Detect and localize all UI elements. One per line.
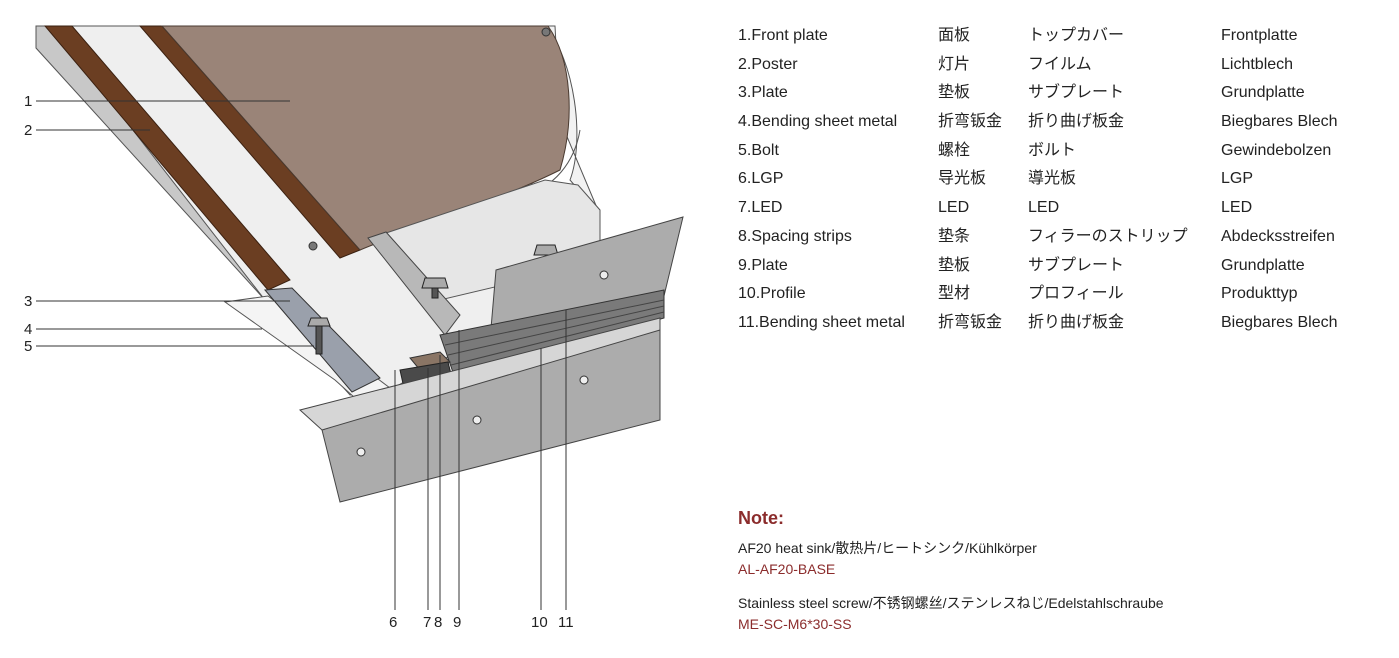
part-name-ja: ボルト: [1028, 141, 1077, 159]
part-name-en: 4.Bending sheet metal: [738, 113, 898, 131]
note-section: Note: AF20 heat sink/散热片/ヒートシンク/Kühlkörp…: [738, 508, 1164, 635]
part-name-ja: サブプレート: [1028, 84, 1125, 102]
callout-4: 4: [24, 321, 32, 338]
callout-6: 6: [389, 614, 397, 631]
screw-hole-b3: [579, 375, 589, 385]
leader-lines: [36, 100, 567, 610]
callout-3: 3: [24, 293, 32, 310]
part-name-de: Produkttyp: [1221, 285, 1298, 303]
brown-strip-left: [43, 25, 291, 291]
part-name-de: Biegbares Blech: [1221, 313, 1338, 331]
part-name-zh: 折弯钣金: [938, 313, 1003, 331]
part-name-ja: 折り曲げ板金: [1028, 113, 1125, 131]
callout-9: 9: [453, 614, 461, 631]
note-code-2: ME-SC-M6*30-SS: [738, 616, 852, 632]
callout-11: 11: [558, 614, 574, 631]
profile-rail: [367, 231, 461, 336]
bolt-5: [307, 317, 331, 355]
part-name-ja: フイルム: [1028, 55, 1092, 73]
bolt-upper: [421, 277, 449, 299]
callout-2: 2: [24, 122, 32, 139]
note-title: Note:: [738, 508, 784, 528]
part-name-en: 2.Poster: [738, 55, 798, 73]
callout-5: 5: [24, 338, 32, 355]
part-name-de: Lichtblech: [1221, 55, 1294, 73]
part-name-en: 10.Profile: [738, 285, 806, 303]
callout-10: 10: [531, 614, 548, 631]
screw-hole-upright: [599, 270, 609, 280]
part-name-de: Grundplatte: [1221, 256, 1305, 274]
part-name-zh: LED: [938, 199, 970, 217]
part-name-zh: 面板: [938, 27, 971, 44]
part-name-de: LED: [1221, 199, 1253, 217]
part-name-en: 5.Bolt: [738, 141, 779, 159]
part-name-de: Abdecksstreifen: [1221, 227, 1335, 245]
part-name-zh: 垫条: [938, 227, 971, 245]
note-code-1: AL-AF20-BASE: [738, 561, 836, 577]
note-desc-1: AF20 heat sink/散热片/ヒートシンク/Kühlkörper: [738, 540, 1037, 556]
part-name-ja: サブプレート: [1028, 256, 1125, 274]
part-name-de: Grundplatte: [1221, 84, 1305, 102]
part-name-zh: 灯片: [938, 55, 971, 73]
part-name-de: Gewindebolzen: [1221, 141, 1332, 159]
part-name-de: Biegbares Blech: [1221, 113, 1338, 131]
part-name-zh: 导光板: [938, 170, 987, 188]
callout-8: 8: [434, 614, 442, 631]
callout-1: 1: [24, 93, 32, 110]
part-name-de: Frontplatte: [1221, 27, 1298, 44]
screw-hole-top: [541, 27, 551, 37]
part-name-ja: LED: [1028, 199, 1060, 217]
part-name-en: 7.LED: [738, 199, 783, 217]
screw-hole-mid: [308, 241, 318, 251]
part-name-de: LGP: [1221, 170, 1254, 188]
part-name-zh: 螺栓: [938, 141, 971, 159]
part-name-zh: 折弯钣金: [938, 113, 1003, 131]
screw-hole-b2: [472, 415, 482, 425]
part-name-zh: 垫板: [938, 256, 971, 274]
part-name-en: 3.Plate: [738, 84, 788, 102]
part-name-ja: 折り曲げ板金: [1028, 313, 1125, 331]
screw-hole-b1: [356, 447, 366, 457]
note-desc-2: Stainless steel screw/不锈钢螺丝/ステンレスねじ/Edel…: [738, 595, 1164, 611]
part-name-en: 11.Bending sheet metal: [738, 313, 905, 331]
part-name-ja: 導光板: [1028, 170, 1077, 188]
part-name-ja: プロフィール: [1028, 285, 1124, 303]
part-name-en: 1.Front plate: [738, 27, 828, 44]
part-name-zh: 型材: [938, 285, 971, 303]
bent-sheet-lip: [298, 317, 661, 431]
part-name-en: 8.Spacing strips: [738, 227, 852, 245]
part-name-ja: トップカバー: [1028, 27, 1125, 44]
part-name-ja: フィラーのストリップ: [1028, 227, 1188, 245]
part-name-en: 9.Plate: [738, 256, 788, 274]
exploded-assembly-diagram: 1 2 3 4 5 6 7 8 9 10 11: [24, 25, 684, 631]
part-name-en: 6.LGP: [738, 170, 784, 188]
part-name-zh: 垫板: [938, 84, 971, 102]
callout-7: 7: [423, 614, 431, 631]
